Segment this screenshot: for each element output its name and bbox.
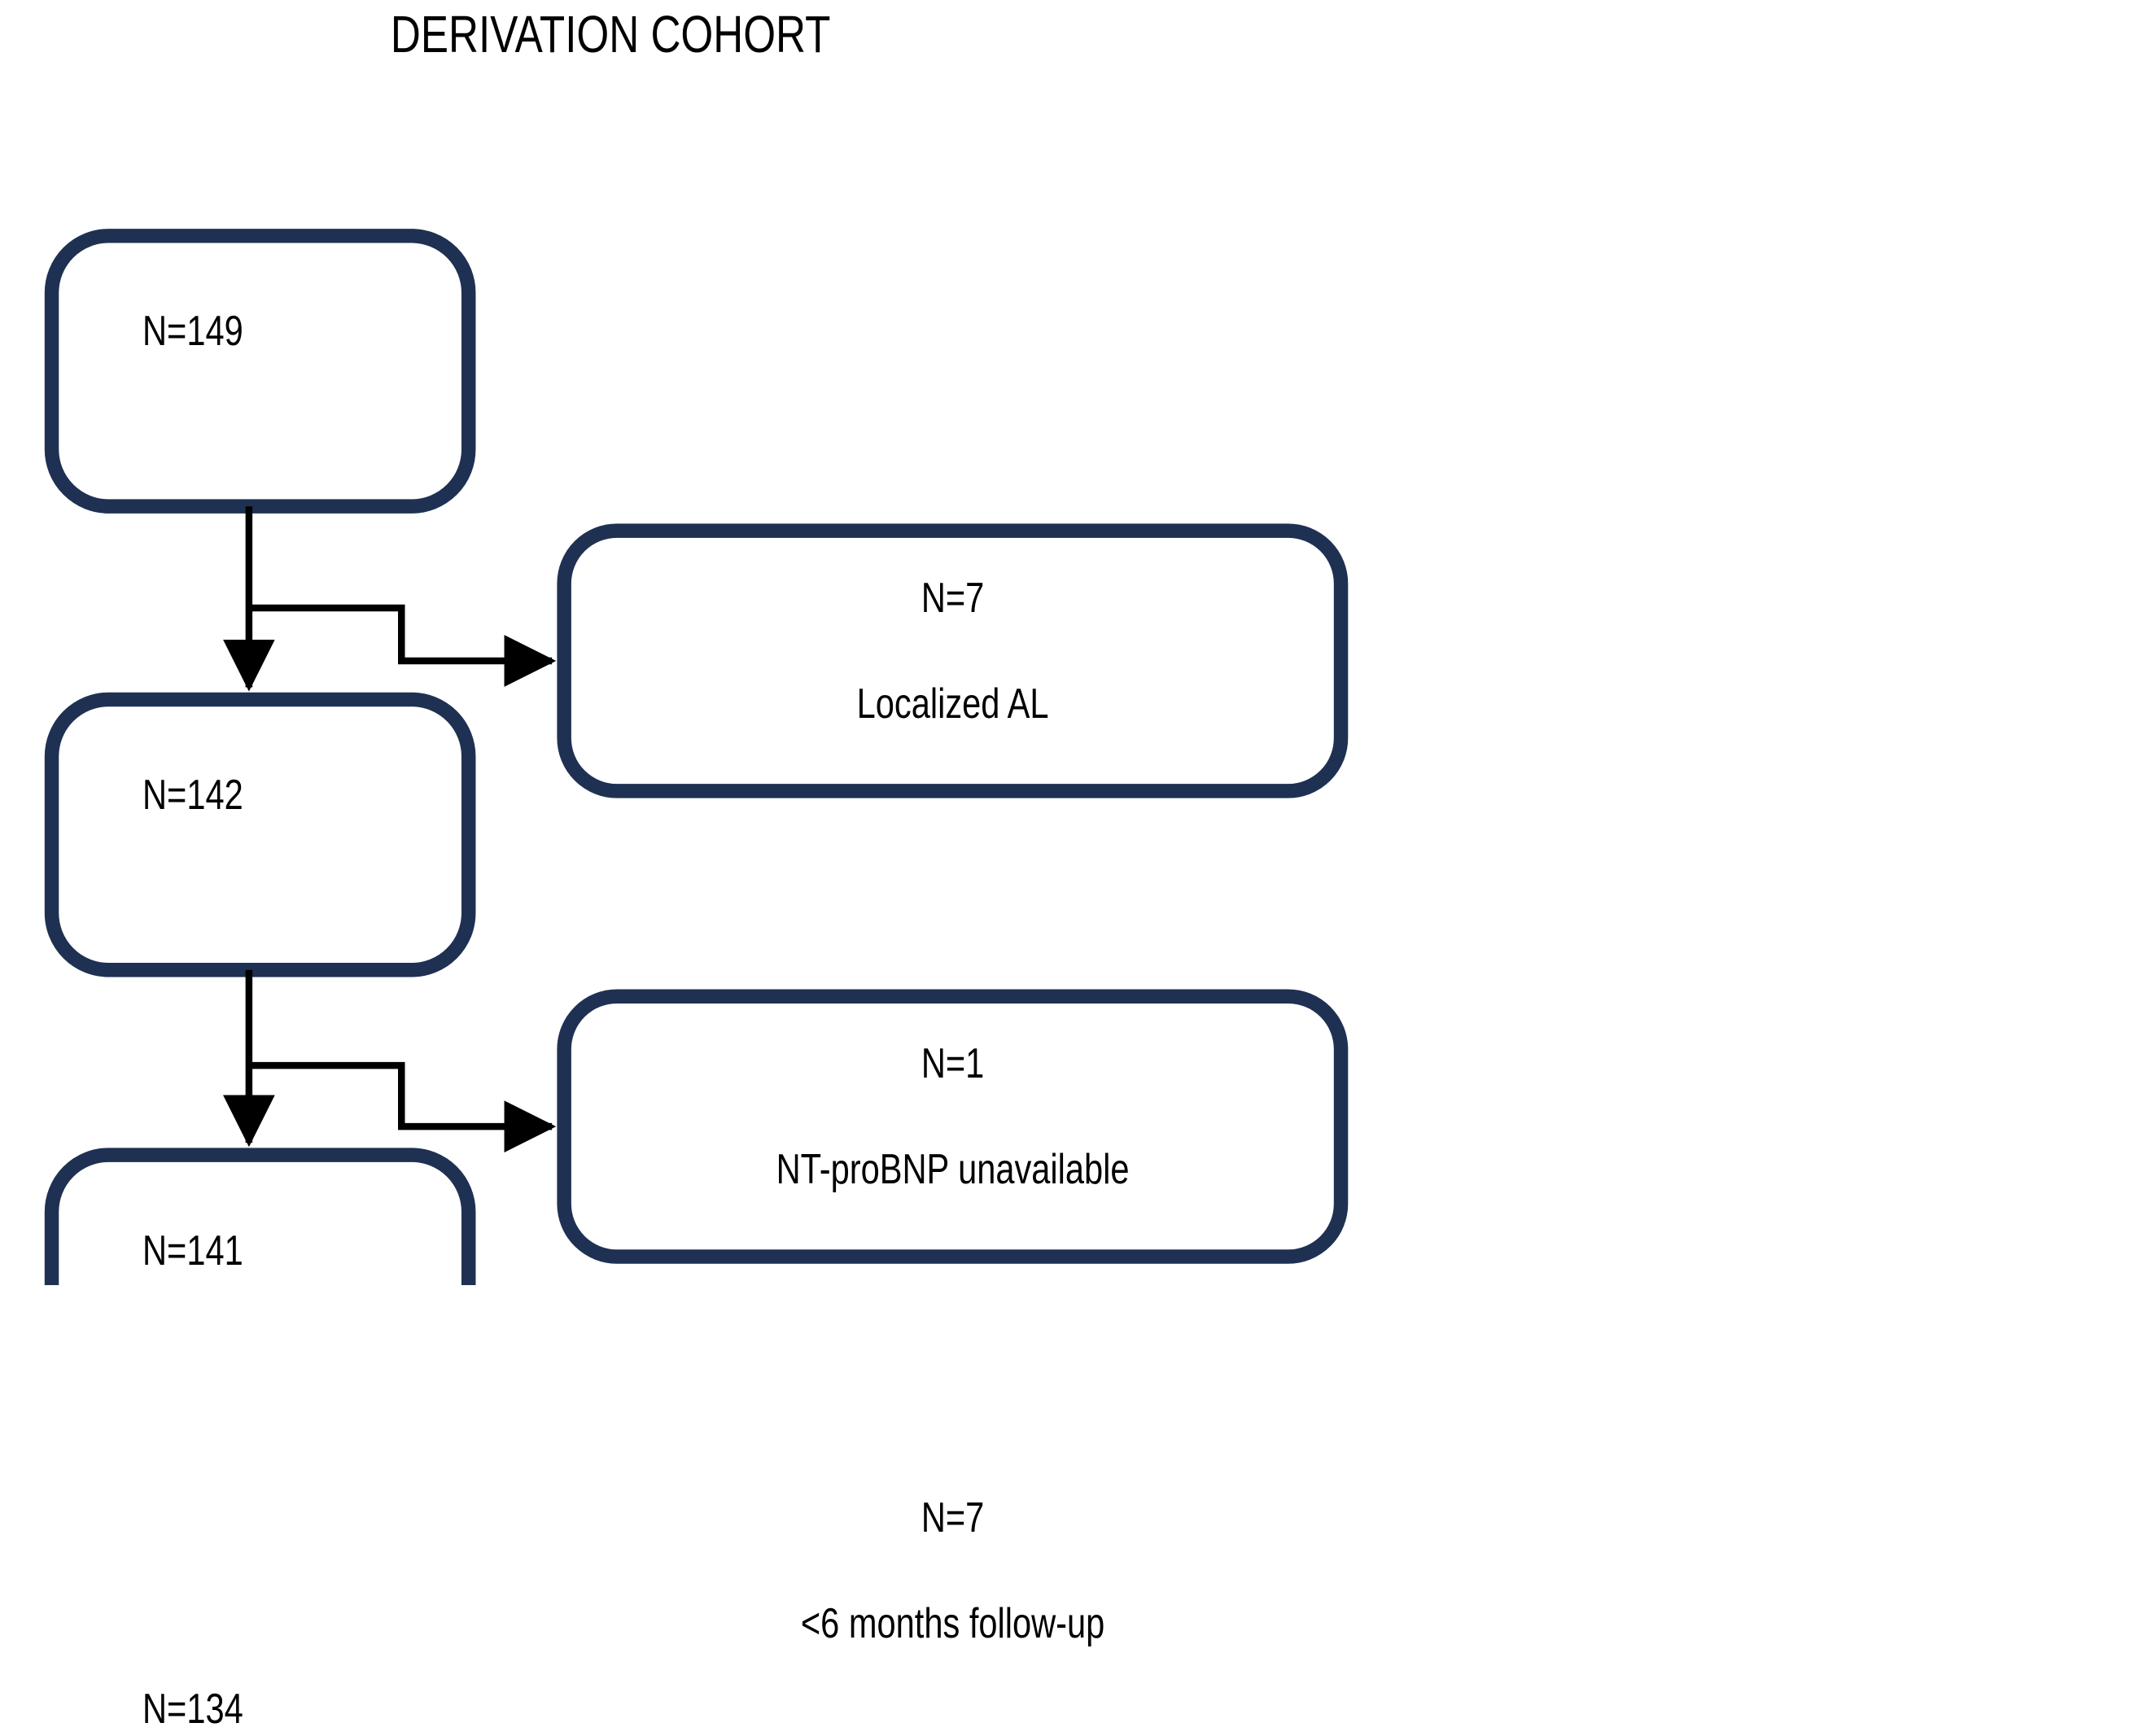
flowchart-canvas: DERIVATION COHORT VALIDATION COHORT N=14… [44,5,1349,1733]
exclusion-box-dx1 [557,523,1349,798]
main-box-label-d2: N=142 [142,772,243,820]
main-box-d3 [44,1148,476,1285]
exclusion-count-dx3: N=7 [921,1493,984,1541]
exclusion-count-dx2: N=1 [921,1040,984,1088]
main-box-d1 [44,229,476,514]
exclusion-reason-dx2: NT-proBNP unavailable [776,1146,1130,1194]
main-box-label-d1: N=149 [142,308,243,356]
main-box-label-d3: N=141 [142,1227,243,1275]
branch-d2-dx2 [248,1061,557,1152]
column-title-derivation: DERIVATION COHORT [390,5,831,63]
branch-d1-dx1 [248,604,557,687]
main-box-label-d4: N=134 [142,1685,243,1733]
main-box-d2 [44,692,476,977]
flowchart-graphics [44,229,1349,1285]
exclusion-reason-dx1: Localized AL [856,680,1049,728]
exclusion-box-dx2 [557,989,1349,1264]
exclusion-reason-dx3: <6 months follow-up [800,1599,1104,1647]
exclusion-count-dx1: N=7 [921,574,984,622]
